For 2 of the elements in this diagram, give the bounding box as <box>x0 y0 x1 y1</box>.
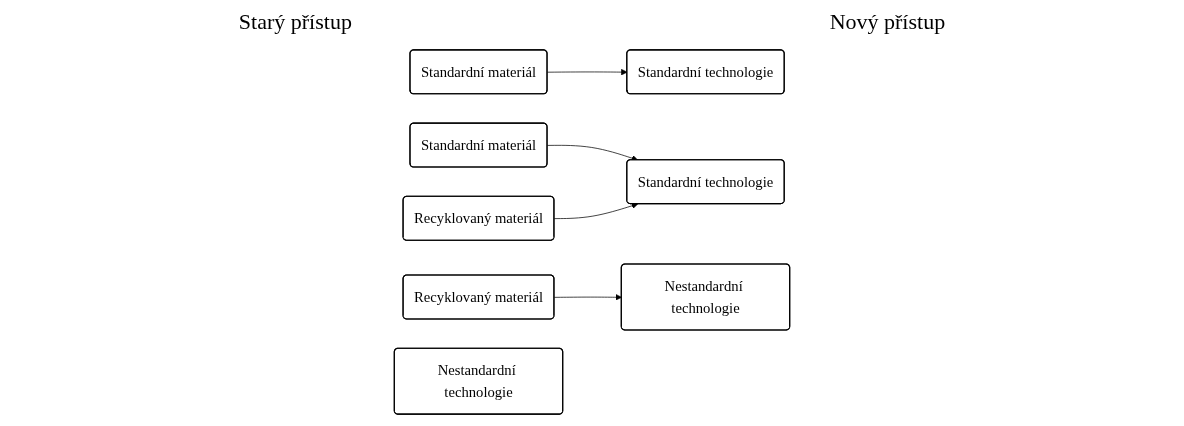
heading: Nový přístup <box>829 9 946 35</box>
heading: Starý přístup <box>238 9 352 35</box>
